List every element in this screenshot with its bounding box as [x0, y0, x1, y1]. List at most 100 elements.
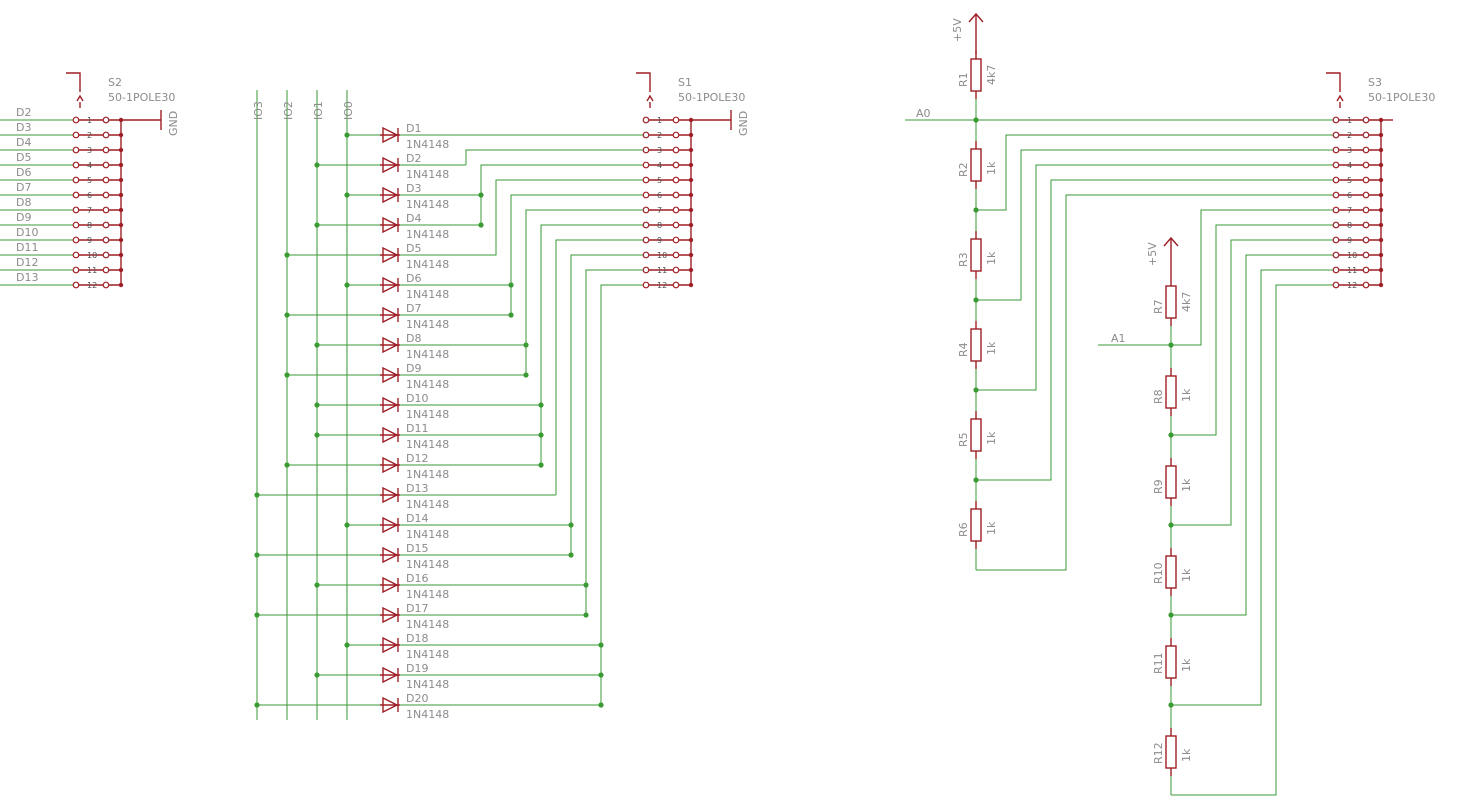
io-bus-label: IO0	[342, 101, 355, 120]
switch-pin-number: 10	[657, 251, 667, 260]
diode-value: 1N4148	[406, 138, 449, 151]
switch-bus-dot	[688, 252, 694, 258]
switch-bus-dot	[688, 132, 694, 138]
switch-pin	[1362, 191, 1370, 199]
switch-bus-dot	[1378, 252, 1384, 258]
switch-pin-number: 2	[87, 131, 92, 140]
switch-bus-dot	[118, 237, 124, 243]
diode-name: D3	[406, 182, 421, 195]
pin-route-wire	[510, 194, 643, 315]
resistor-body	[970, 238, 982, 272]
switch-pin-number: 6	[657, 191, 662, 200]
switch-pin	[642, 146, 650, 154]
resistor-name: R3	[957, 252, 970, 267]
io-bus-label: IO2	[282, 101, 295, 120]
diode-value: 1N4148	[406, 528, 449, 541]
net-label: D10	[16, 226, 38, 239]
ladder-tap-wire	[1171, 284, 1333, 796]
pin-route-wire	[400, 179, 643, 256]
switch-wiper	[76, 94, 84, 102]
switch-pin	[1362, 236, 1370, 244]
switch-pin	[72, 176, 80, 184]
resistor-value: 1k	[1180, 478, 1193, 492]
net-label: D7	[16, 181, 31, 194]
switch-pin	[642, 131, 650, 139]
switch-pin-number: 7	[87, 206, 92, 215]
switch-pin	[72, 206, 80, 214]
junction-dot	[254, 492, 260, 498]
switch-value: 50-1POLE30	[1368, 91, 1435, 104]
switch-pin	[102, 206, 110, 214]
diode-name: D5	[406, 242, 421, 255]
net-label: D13	[16, 271, 38, 284]
junction-dot	[254, 552, 260, 558]
junction-dot	[508, 312, 514, 318]
junction-dot	[344, 522, 350, 528]
diode-name: D14	[406, 512, 428, 525]
diode-name: D6	[406, 272, 421, 285]
gnd-label: GND	[167, 111, 180, 136]
pin-route-wire	[540, 224, 643, 465]
switch-pin	[642, 251, 650, 259]
resistor-value: 1k	[1180, 568, 1193, 582]
junction-dot	[1168, 522, 1174, 528]
ladder-tap-wire	[976, 134, 1333, 211]
switch-pin-number: 5	[1347, 176, 1352, 185]
wires-layer	[0, 90, 1333, 796]
switch-pin	[1332, 221, 1340, 229]
resistor-value: 1k	[985, 431, 998, 445]
switch-pin-number: 6	[1347, 191, 1352, 200]
switch-bus-dot	[1378, 192, 1384, 198]
switch-pin	[1332, 236, 1340, 244]
diode-name: D20	[406, 692, 428, 705]
switch-pin-number: 5	[87, 176, 92, 185]
io-bus-label: IO3	[252, 101, 265, 120]
switch-pin-number: 1	[1347, 116, 1352, 125]
switch-bus-dot	[118, 222, 124, 228]
diode-value: 1N4148	[406, 228, 449, 241]
switch-bus-dot	[118, 147, 124, 153]
switch-pin-number: 3	[657, 146, 662, 155]
labels-layer: S250-1POLE30123456789101112GNDD2D3D4D5D6…	[16, 18, 1435, 764]
ladder-tap-wire	[1171, 224, 1333, 436]
switch-pin	[1362, 266, 1370, 274]
switch-pin	[642, 176, 650, 184]
switch-wiper	[646, 94, 654, 102]
switch-pin	[642, 266, 650, 274]
diode-value: 1N4148	[406, 468, 449, 481]
junction-dot	[314, 582, 320, 588]
diode-name: D16	[406, 572, 428, 585]
net-wire	[1098, 209, 1333, 346]
switch-pin	[672, 161, 680, 169]
switch-bus-dot	[1378, 177, 1384, 183]
diode-name: D9	[406, 362, 421, 375]
switch-bus-dot	[118, 207, 124, 213]
switch-pin	[1332, 176, 1340, 184]
net-label: D11	[16, 241, 38, 254]
junction-dot	[314, 342, 320, 348]
switch-pin-number: 3	[87, 146, 92, 155]
switch-pin	[1332, 191, 1340, 199]
resistor-body	[1165, 555, 1177, 589]
pin-route-wire	[600, 284, 643, 705]
switch-pin-number: 4	[87, 161, 92, 170]
diode-value: 1N4148	[406, 258, 449, 271]
supply-label: +5V	[1146, 242, 1159, 266]
junction-dot	[314, 162, 320, 168]
junction-dot	[1168, 342, 1174, 348]
resistor-value: 1k	[1180, 658, 1193, 672]
switch-pin	[72, 146, 80, 154]
switch-pin	[642, 206, 650, 214]
junction-dot	[478, 192, 484, 198]
switch-pin	[1332, 206, 1340, 214]
diode-name: D18	[406, 632, 428, 645]
junction-dot	[508, 282, 514, 288]
diode-value: 1N4148	[406, 378, 449, 391]
diode-value: 1N4148	[406, 408, 449, 421]
switch-bus-dot	[1378, 132, 1384, 138]
diode-name: D19	[406, 662, 428, 675]
switch-pin-number: 8	[87, 221, 92, 230]
switch-pin-number: 4	[1347, 161, 1352, 170]
switch-pin	[102, 161, 110, 169]
